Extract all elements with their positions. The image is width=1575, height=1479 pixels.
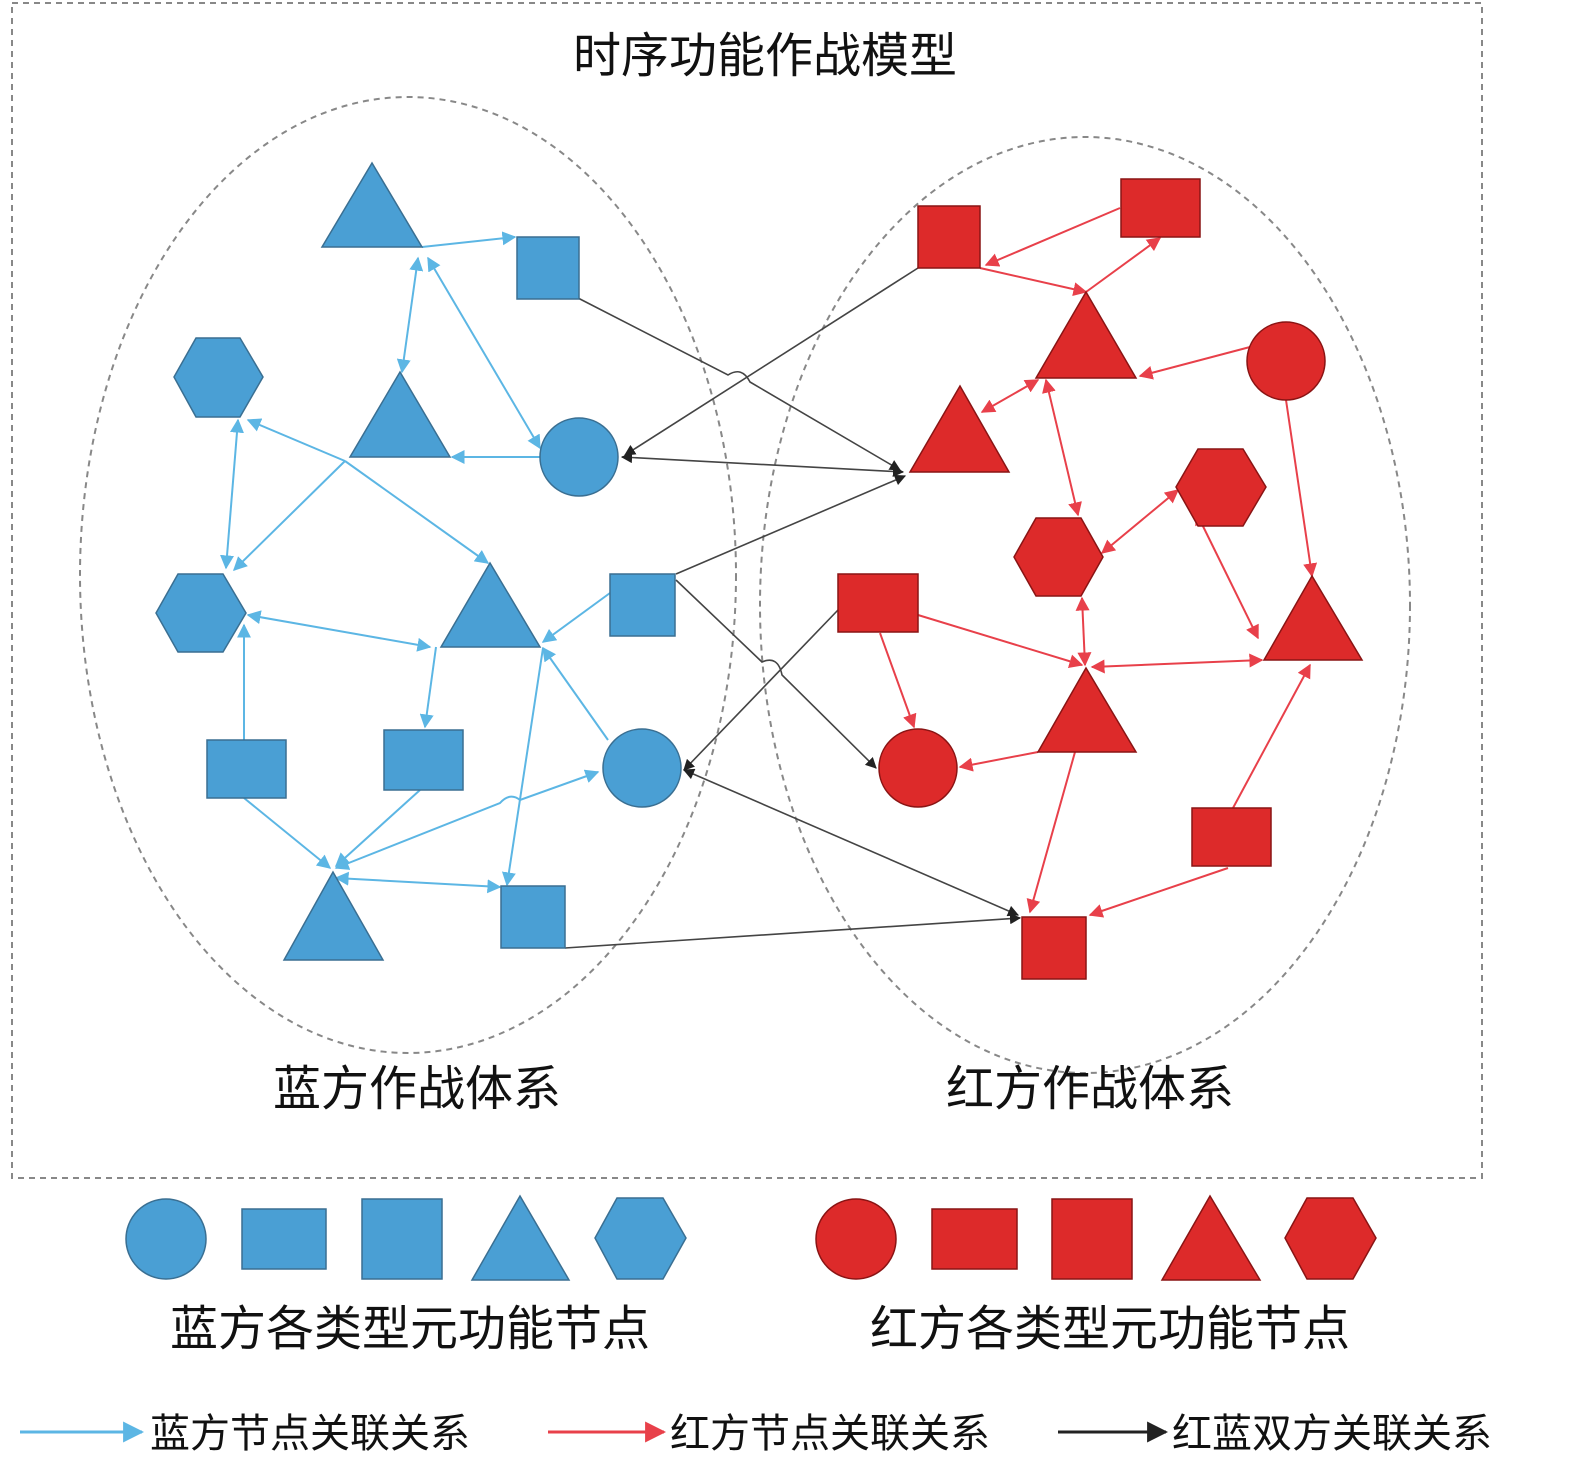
legend-red-nodes-caption: 红方各类型元功能节点 xyxy=(870,1301,1350,1357)
blue-system-label: 蓝方作战体系 xyxy=(273,1061,561,1117)
blue-system-boundary xyxy=(79,96,737,1054)
red-square-node xyxy=(1021,916,1087,980)
cross-edge xyxy=(624,267,919,456)
cross-edge xyxy=(675,579,877,769)
red-edge xyxy=(979,267,1088,297)
red-triangle-node xyxy=(1034,290,1138,379)
red-hexagon-node xyxy=(1013,517,1104,597)
red-edge xyxy=(1088,867,1229,918)
legend-red-shapes xyxy=(815,1194,1377,1281)
red-rectangle-node xyxy=(1191,807,1272,867)
blue-triangle-node xyxy=(439,561,542,648)
legend-red-circle xyxy=(815,1198,897,1280)
blue-edge xyxy=(220,418,244,570)
red-edge xyxy=(1232,663,1311,809)
red-edge xyxy=(1195,510,1259,640)
blue-hexagon-node xyxy=(173,337,264,418)
blue-edge xyxy=(334,769,600,870)
blue-edge xyxy=(246,418,346,462)
legend-red-triangle xyxy=(1160,1194,1262,1281)
cross-edge xyxy=(620,451,905,478)
blue-edge xyxy=(344,460,490,564)
blue-edge xyxy=(334,789,421,867)
blue-edge xyxy=(396,256,424,374)
legend-blue-edge-label: 蓝方节点关联关系 xyxy=(150,1411,470,1457)
cross-edges xyxy=(564,267,1022,949)
legend-blue-square xyxy=(361,1198,443,1280)
red-edge xyxy=(984,207,1121,267)
blue-nodes xyxy=(155,161,682,961)
red-rectangle-node xyxy=(837,573,919,633)
red-edge xyxy=(917,614,1084,669)
cross-edge xyxy=(564,913,1022,949)
legend-red-rectangle xyxy=(931,1208,1018,1270)
blue-hexagon-node xyxy=(155,573,247,653)
red-edge xyxy=(1138,346,1251,380)
cross-edge xyxy=(577,297,901,471)
blue-triangle-node xyxy=(320,161,424,248)
red-triangle-node xyxy=(1036,666,1138,753)
model-frame xyxy=(11,2,1483,1179)
red-hexagon-node xyxy=(1175,448,1267,527)
blue-edge xyxy=(246,610,432,652)
legend-blue-nodes-caption: 蓝方各类型元功能节点 xyxy=(170,1301,650,1357)
legend-red-edge-label: 红方节点关联关系 xyxy=(670,1411,990,1457)
blue-square-node xyxy=(516,236,580,300)
red-edge xyxy=(1026,751,1076,914)
red-edge xyxy=(1100,489,1180,554)
legend-red-hexagon xyxy=(1284,1197,1377,1280)
red-circle-node xyxy=(1246,321,1326,401)
blue-rectangle-node xyxy=(206,739,287,799)
blue-edge xyxy=(427,256,541,450)
model-title: 时序功能作战模型 xyxy=(573,28,957,84)
blue-triangle-node xyxy=(348,370,452,458)
blue-circle-node xyxy=(602,728,682,808)
blue-edge xyxy=(334,871,502,894)
red-edge xyxy=(958,751,1039,772)
red-system-label: 红方作战体系 xyxy=(946,1061,1234,1117)
red-edge xyxy=(1285,399,1318,578)
blue-edge xyxy=(421,231,517,248)
blue-edge xyxy=(542,646,609,741)
red-circle-node xyxy=(878,728,958,808)
cross-edge xyxy=(683,609,839,771)
legend-red-square xyxy=(1051,1198,1133,1280)
legend-cross-edge-label: 红蓝双方关联关系 xyxy=(1172,1411,1492,1457)
red-rectangle-node xyxy=(1120,178,1201,238)
blue-triangle-node xyxy=(282,870,385,961)
red-edge xyxy=(1075,596,1092,667)
blue-rectangle-node xyxy=(383,729,464,791)
blue-square-node xyxy=(500,885,566,949)
legend-blue-circle xyxy=(125,1198,207,1280)
red-square-node xyxy=(917,205,981,269)
legend-blue-rectangle xyxy=(241,1208,327,1270)
legend-blue-hexagon xyxy=(594,1197,687,1280)
red-edges xyxy=(879,207,1318,918)
cross-edge xyxy=(675,474,907,575)
red-triangle-node xyxy=(1262,574,1364,661)
blue-edge xyxy=(541,592,611,643)
cross-edge xyxy=(682,768,1020,917)
red-edge xyxy=(879,632,917,729)
red-system-boundary xyxy=(759,136,1411,1074)
red-edge xyxy=(980,379,1040,413)
red-nodes xyxy=(837,178,1364,980)
red-edge xyxy=(1085,237,1162,293)
blue-edge xyxy=(419,646,437,729)
legend-blue-triangle xyxy=(470,1194,571,1281)
blue-edges xyxy=(220,231,611,894)
blue-edge xyxy=(233,460,346,571)
red-triangle-node xyxy=(908,384,1011,473)
blue-edge xyxy=(501,647,544,887)
blue-square-node xyxy=(609,573,676,637)
blue-edge xyxy=(243,797,332,869)
legend-blue-shapes xyxy=(125,1194,687,1281)
red-edge xyxy=(1090,653,1264,674)
red-edge xyxy=(1042,378,1082,517)
blue-circle-node xyxy=(539,417,619,497)
